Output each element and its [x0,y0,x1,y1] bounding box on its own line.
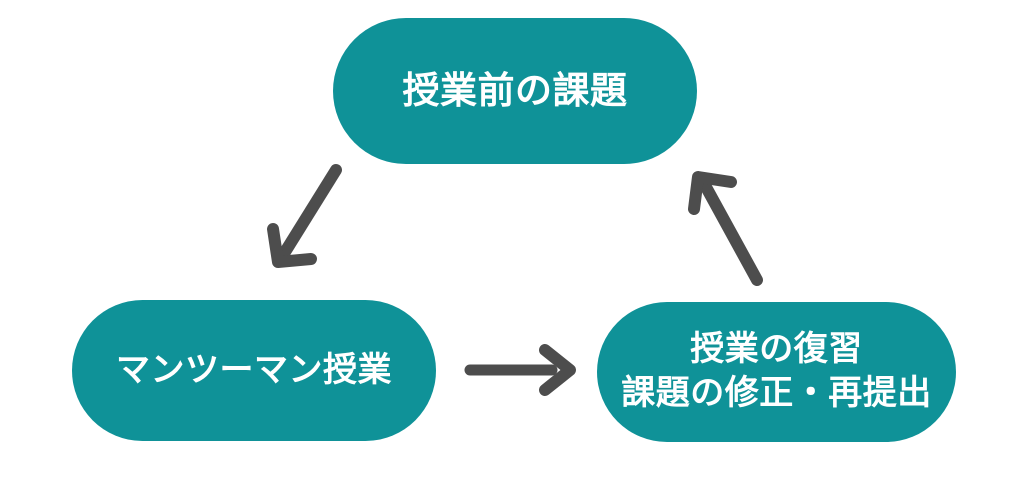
node-review-and-resubmit-label: 授業の復習 課題の修正・再提出 [621,330,932,412]
node-review-and-resubmit[interactable]: 授業の復習 課題の修正・再提出 [597,302,956,442]
node-pre-class-label: 授業前の課題 [402,70,628,112]
node-pre-class[interactable]: 授業前の課題 [333,18,697,164]
arrow-lesson-to-review-icon [464,344,576,396]
arrow-pre-class-to-lesson-icon [267,164,342,268]
arrow-review-to-pre-class-icon [688,171,763,286]
node-one-on-one-lesson[interactable]: マンツーマン授業 [72,300,436,441]
node-one-on-one-lesson-label: マンツーマン授業 [116,350,392,389]
